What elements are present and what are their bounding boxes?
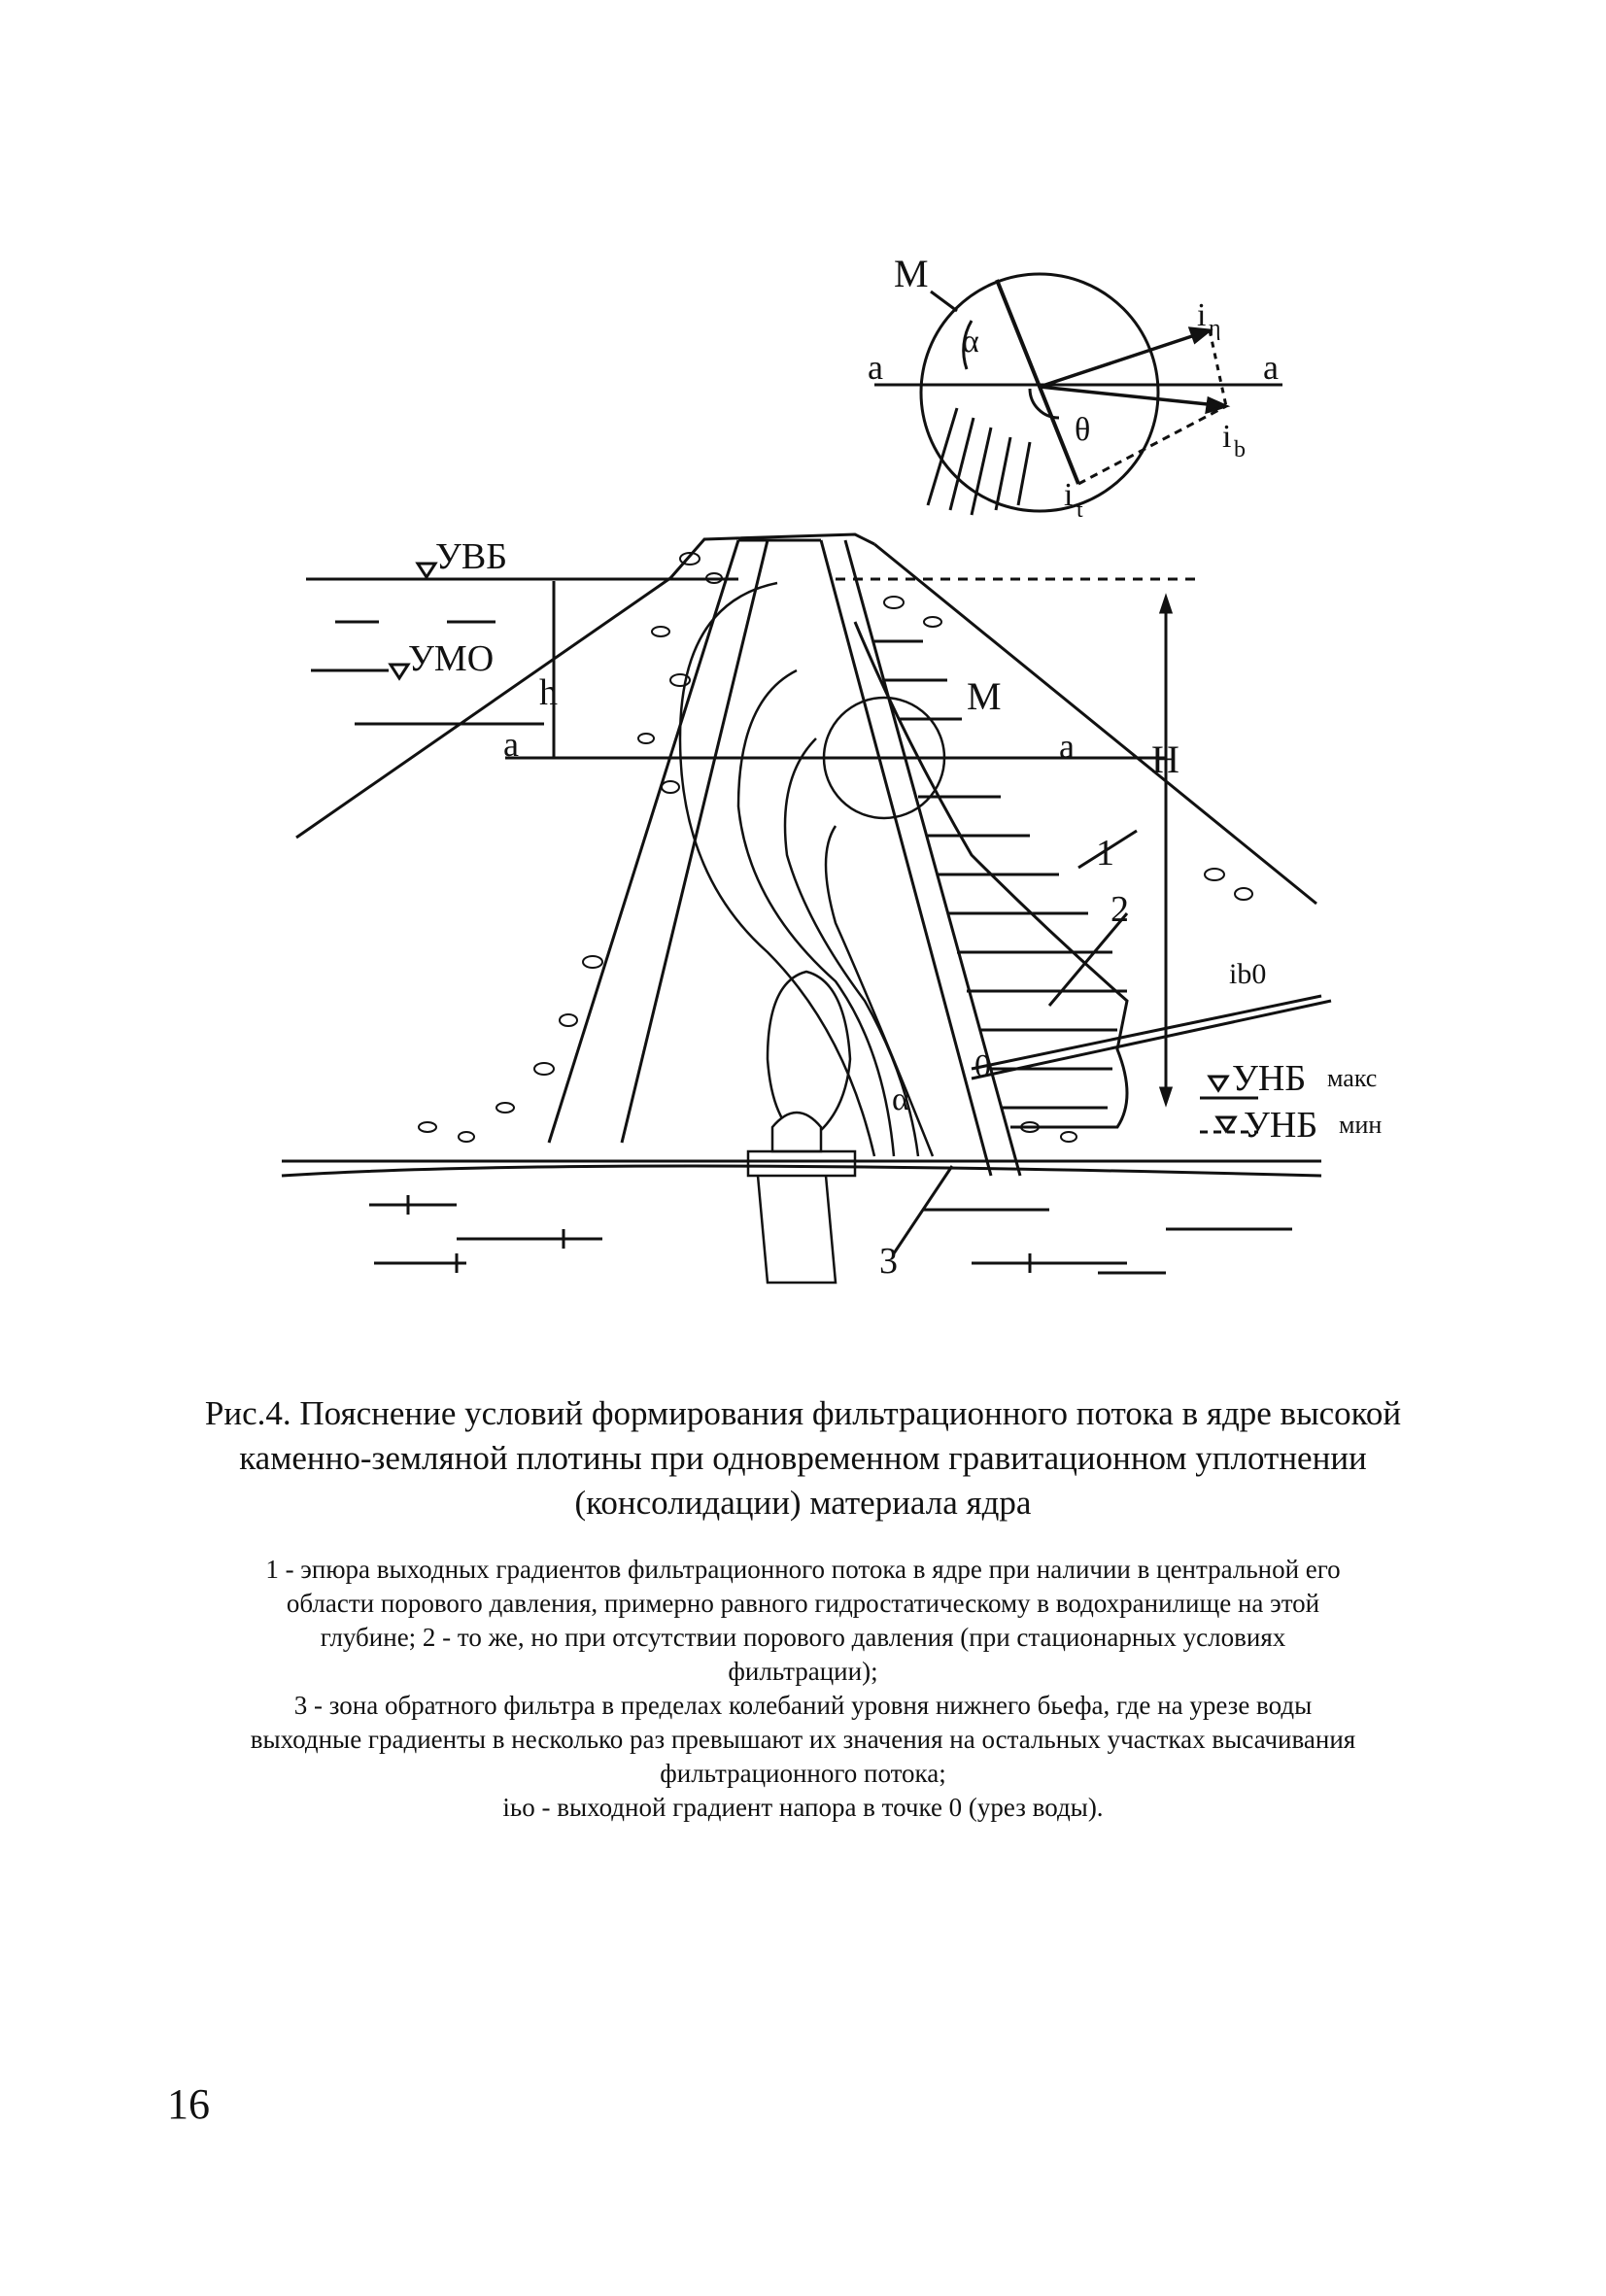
dimensions [552, 581, 1258, 1254]
label-i-b: i [1222, 419, 1231, 455]
water-levels [306, 562, 1195, 760]
label-h: h [539, 672, 558, 713]
page-number: 16 [167, 2080, 210, 2128]
figure-caption: Рис.4. Пояснение условий формирования фи… [204, 1394, 1402, 1522]
flow-lines [678, 581, 946, 1285]
label-m-top: M [894, 252, 929, 295]
legend-item-ib0: iьо - выходной градиент напора в точке 0… [502, 1793, 1104, 1822]
label-three: 3 [879, 1241, 898, 1282]
label-theta: θ [1075, 412, 1090, 448]
label-zero: 0 [974, 1048, 991, 1084]
label-a-left: a [503, 725, 519, 764]
dam-filtration-figure: M a a α θ i η i b i t УВБ УМО h a a M H … [281, 252, 1382, 1285]
legend-item-1: 1 - эпюра выходных градиентов фильтрацио… [265, 1555, 1341, 1686]
label-a-right-top: a [1263, 348, 1279, 387]
gradient-diagram [853, 621, 1332, 1129]
label-ib0: ib0 [1229, 958, 1266, 990]
label-m-main: M [967, 674, 1002, 718]
label-alpha-top: α [962, 324, 979, 360]
label-i-t: i [1064, 477, 1073, 513]
figure-labels: M a a α θ i η i b i t УВБ УМО h a a M H … [408, 252, 1382, 1282]
rockfill-texture [418, 552, 1253, 1143]
label-i-eta: i [1197, 297, 1206, 333]
label-unb-min: УНБ [1244, 1105, 1317, 1146]
label-a-left-top: a [868, 348, 883, 387]
figure-legend: 1 - эпюра выходных градиентов фильтрацио… [243, 1553, 1363, 1825]
label-two: 2 [1111, 889, 1129, 930]
label-b-sub: b [1234, 437, 1246, 463]
label-uvb: УВБ [435, 536, 507, 577]
detail-circle-m [874, 272, 1282, 516]
label-one: 1 [1096, 833, 1114, 874]
label-alpha-main: α [892, 1081, 909, 1117]
foundation-marks [369, 1195, 1292, 1275]
legend-item-3: 3 - зона обратного фильтра в пределах ко… [250, 1691, 1356, 1788]
label-unb-max: УНБ [1232, 1058, 1306, 1099]
label-umo: УМО [408, 638, 494, 679]
label-eta-sub: η [1209, 316, 1221, 341]
label-t-sub: t [1076, 497, 1083, 523]
label-unb-min-sub: мин [1339, 1111, 1382, 1139]
label-h-big: H [1151, 737, 1179, 781]
label-unb-max-sub: макс [1327, 1064, 1377, 1092]
label-a-right: a [1059, 727, 1075, 766]
